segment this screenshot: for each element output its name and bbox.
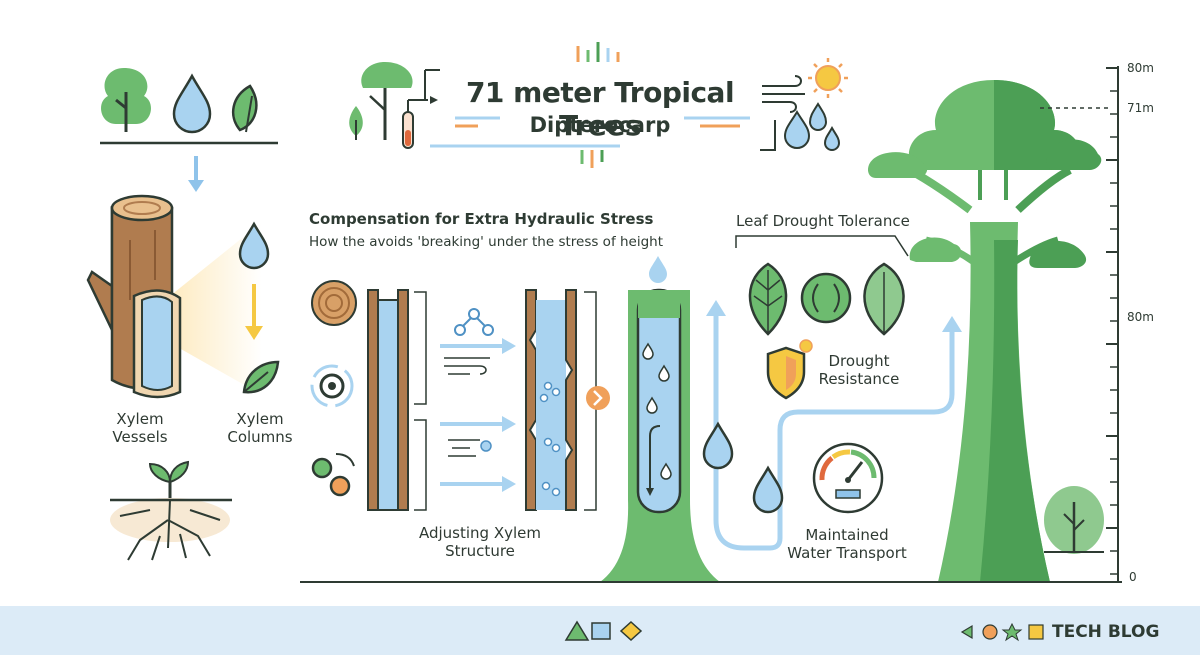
scale-label-bottom: 0 (1129, 570, 1137, 584)
leaf-veined-icon (748, 262, 788, 336)
label-line: Xylem (116, 410, 164, 428)
title-trees-icon (349, 62, 438, 149)
label-line: Vessels (112, 428, 168, 446)
water-transport-pipe (702, 300, 962, 551)
label-line: Columns (227, 428, 293, 446)
title-decoration (424, 42, 776, 168)
shield-sun-icon (766, 339, 813, 400)
scale-label-marker: 71m (1127, 101, 1154, 115)
label-line: Adjusting Xylem (418, 524, 541, 542)
water-drop-icon (172, 73, 212, 134)
label-line: Xylem (236, 410, 284, 428)
label-adjusting-xylem: Adjusting Xylem Structure (400, 524, 560, 560)
leaf-icon-small (242, 360, 280, 394)
leaf-icon (231, 84, 258, 133)
label-xylem-vessels: Xylem Vessels (100, 410, 180, 446)
seedling-roots-icon (110, 460, 232, 561)
section-subheading: How the avoids 'breaking' under the stre… (309, 234, 664, 250)
arrow-down-icon (188, 156, 204, 192)
label-line: Maintained (805, 526, 889, 544)
label-line: Water Transport (787, 544, 907, 562)
wood-log-icon (86, 194, 182, 399)
label-line: Drought (828, 352, 890, 370)
flow-arrows (440, 308, 516, 492)
label-drought-resistance: Drought Resistance (814, 352, 904, 388)
tree-icon-small (101, 68, 151, 132)
tree-rings-icon (311, 280, 357, 326)
scale-label-mid: 80m (1127, 310, 1154, 324)
leaf-cross-section-icon (800, 272, 852, 324)
xylem-vessel-adjusted (525, 289, 597, 511)
arrow-down-yellow-icon (245, 284, 263, 340)
page-subtitle: Dipterocarp (529, 113, 671, 137)
water-drop-icon-small (238, 221, 270, 270)
label-line: Resistance (818, 370, 900, 388)
leaf-tolerance-bracket (735, 235, 909, 257)
footer-brand-icons (960, 622, 1044, 642)
gear-cycle-icon (310, 364, 354, 408)
label-water-transport: Maintained Water Transport (782, 526, 912, 562)
small-tree-icon (1044, 486, 1104, 554)
light-beam (165, 222, 262, 395)
xylem-vessel-narrow (367, 289, 427, 511)
label-line: Structure (445, 542, 515, 560)
leaf-outline-icon (863, 262, 905, 336)
label-xylem-columns: Xylem Columns (220, 410, 300, 446)
page-title: 71 meter Tropical Trees (465, 76, 735, 142)
giant-tree-icon (868, 80, 1102, 582)
wind-sun-icon (762, 58, 848, 151)
height-scale (1106, 66, 1119, 582)
footer-shapes (564, 620, 643, 642)
label-leaf-tolerance: Leaf Drought Tolerance (736, 212, 910, 230)
scale-label-top: 80m (1127, 61, 1154, 75)
pressure-gauge-icon (812, 442, 884, 514)
section-heading: Compensation for Extra Hydraulic Stress (309, 210, 654, 228)
next-chevron-icon (586, 386, 610, 410)
trunk-water-column (600, 256, 720, 582)
gears-icon (311, 453, 355, 497)
footer-brand: TECH BLOG (1052, 622, 1160, 642)
